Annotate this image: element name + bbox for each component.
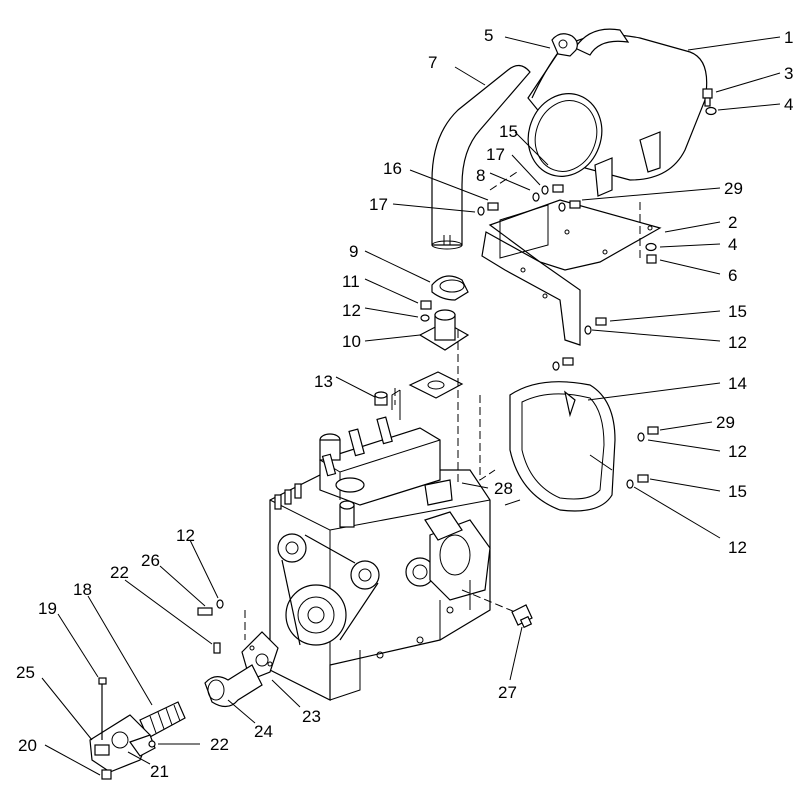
yoke-assembly-25 <box>89 714 156 773</box>
temp-sender-27 <box>511 604 533 629</box>
nut-20 <box>101 769 112 780</box>
callout-12-flange: 12 <box>342 301 361 320</box>
gasket <box>408 371 464 399</box>
callout-12-bracket: 12 <box>728 333 747 352</box>
bolt-26 <box>197 599 224 616</box>
callout-3: 3 <box>784 64 793 83</box>
muffler-bracket <box>481 199 662 346</box>
callout-12-shroud-lower: 12 <box>728 538 747 557</box>
callout-11: 11 <box>342 272 360 291</box>
callout-24: 24 <box>254 722 273 741</box>
callout-16: 16 <box>383 159 402 178</box>
callout-18: 18 <box>73 580 92 599</box>
callout-22-top: 22 <box>110 563 129 582</box>
alignment-lines <box>244 169 641 640</box>
callout-29-shroud: 29 <box>716 413 735 432</box>
callout-17-left: 17 <box>369 195 388 214</box>
bolt-19 <box>98 677 107 740</box>
callout-28: 28 <box>494 479 513 498</box>
leader-lines <box>41 36 781 776</box>
callout-12-coupler: 12 <box>176 526 195 545</box>
muffler <box>527 28 708 197</box>
washer-4-top <box>705 106 717 116</box>
clamp-9 <box>431 275 469 301</box>
nut-11-washer-12 <box>420 300 432 322</box>
tail-pipe <box>431 64 531 250</box>
callout-8: 8 <box>476 166 485 185</box>
flange-10 <box>418 309 470 351</box>
callout-9: 9 <box>349 242 358 261</box>
callout-26: 26 <box>141 551 160 570</box>
callout-17-top: 17 <box>486 145 505 164</box>
callout-5: 5 <box>484 26 493 45</box>
shroud-hardware <box>626 426 659 489</box>
callout-4-bracket: 4 <box>728 235 737 254</box>
callout-23: 23 <box>302 707 321 726</box>
callout-6: 6 <box>728 266 737 285</box>
grease-fitting-22 <box>148 642 221 748</box>
callout-15-bracket: 15 <box>728 302 747 321</box>
callout-19: 19 <box>38 599 57 618</box>
shaft-yoke-24 <box>204 664 263 708</box>
callout-22-bottom: 22 <box>210 735 229 754</box>
bracket-hardware <box>477 184 657 335</box>
callout-1: 1 <box>784 28 793 47</box>
clamp-5 <box>551 33 578 57</box>
callout-25: 25 <box>16 663 35 682</box>
callout-2: 2 <box>728 213 737 232</box>
bolt-3 <box>702 88 713 107</box>
callout-27: 27 <box>498 683 517 702</box>
callout-12-shroud: 12 <box>728 442 747 461</box>
callout-29-top: 29 <box>724 179 743 198</box>
engine <box>269 389 491 701</box>
callout-7: 7 <box>428 53 437 72</box>
callout-10: 10 <box>342 332 361 351</box>
callout-numbers: 1 2 3 4 4 5 6 7 8 9 10 11 12 12 12 12 12… <box>16 26 793 781</box>
callout-20: 20 <box>18 736 37 755</box>
callout-13: 13 <box>314 372 333 391</box>
callout-15-shroud: 15 <box>728 482 747 501</box>
callout-4-top: 4 <box>784 95 793 114</box>
callout-21: 21 <box>150 762 169 781</box>
callout-15-top: 15 <box>499 122 518 141</box>
plug-13 <box>374 391 388 406</box>
fan-shroud <box>504 357 616 512</box>
callout-14: 14 <box>728 374 747 393</box>
